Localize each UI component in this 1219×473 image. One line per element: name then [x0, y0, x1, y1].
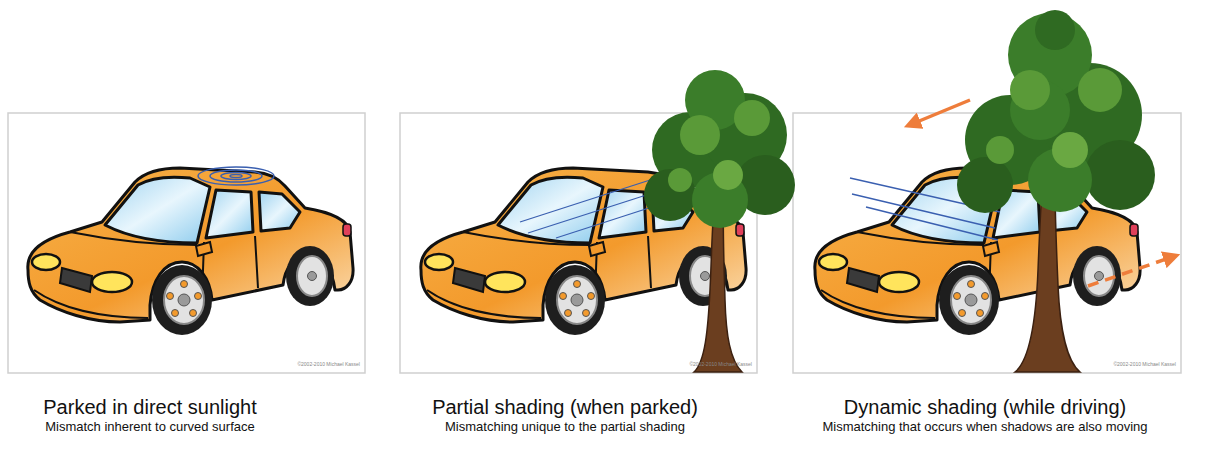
car-illustration — [28, 168, 353, 335]
sun-reflection — [198, 167, 274, 185]
watermark: ©2002-2010 Michael Kassel — [235, 362, 360, 368]
tree — [957, 10, 1155, 372]
panel-frame — [400, 113, 757, 373]
tree — [644, 70, 795, 372]
motion-arrow-dashed — [1088, 257, 1172, 286]
motion-arrow — [912, 100, 970, 124]
caption-title: Parked in direct sunlight — [0, 396, 350, 418]
caption-subtitle: Mismatch inherent to curved surface — [0, 420, 350, 434]
caption-title: Partial shading (when parked) — [365, 396, 765, 418]
caption-subtitle: Mismatching that occurs when shadows are… — [785, 420, 1185, 434]
watermark: ©2002-2010 Michael Kassel — [1051, 362, 1176, 368]
tree-foliage — [957, 10, 1155, 213]
panel-frame — [793, 113, 1181, 373]
caption-subtitle: Mismatching unique to the partial shadin… — [365, 420, 765, 434]
caption-title: Dynamic shading (while driving) — [785, 396, 1185, 418]
panel-frame — [8, 113, 365, 373]
tree-foliage — [644, 70, 795, 228]
watermark: ©2002-2010 Michael Kassel — [627, 362, 752, 368]
